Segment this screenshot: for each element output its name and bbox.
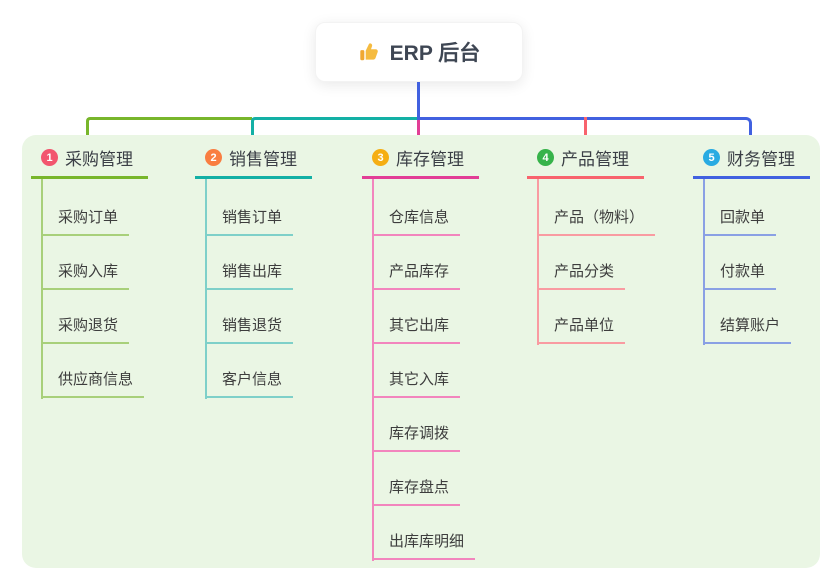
node-label: 采购入库 xyxy=(58,263,119,280)
mindmap-node: 产品分类 xyxy=(537,236,626,290)
mindmap-node: 结算账户 xyxy=(703,290,792,344)
branch-finance: 5 财务管理 回款单 付款单 结算账户 xyxy=(693,145,810,345)
branch-inventory: 3 库存管理 仓库信息 产品库存 其它出库 其它入库 库存调拨 库存盘点 出库库… xyxy=(362,145,479,561)
mindmap-node: 产品库存 xyxy=(372,236,461,290)
branch-product: 4 产品管理 产品（物料） 产品分类 产品单位 xyxy=(527,145,656,345)
branch-label: 产品管理 xyxy=(561,150,629,169)
node-label: 回款单 xyxy=(720,209,766,226)
connector-branch2-elbow xyxy=(251,117,420,148)
branch-items: 采购订单 采购入库 采购退货 供应商信息 xyxy=(41,179,148,399)
node-label: 销售退货 xyxy=(222,317,283,334)
node-label: 库存调拨 xyxy=(389,425,450,442)
mindmap-node: 供应商信息 xyxy=(41,344,145,398)
node-label: 销售出库 xyxy=(222,263,283,280)
branch-label: 采购管理 xyxy=(65,150,133,169)
node-label: 库存盘点 xyxy=(389,479,450,496)
node-label: 其它出库 xyxy=(389,317,450,334)
mindmap-node: 付款单 xyxy=(703,236,777,290)
tree-line xyxy=(372,179,374,561)
node-label: 产品（物料） xyxy=(554,209,645,226)
branch-label: 库存管理 xyxy=(396,150,464,169)
branches-panel xyxy=(22,135,820,568)
tree-line xyxy=(703,179,705,345)
mindmap-node: 采购订单 xyxy=(41,179,130,236)
branch-items: 仓库信息 产品库存 其它出库 其它入库 库存调拨 库存盘点 出库库明细 xyxy=(372,179,479,561)
branch-purchase: 1 采购管理 采购订单 采购入库 采购退货 供应商信息 xyxy=(31,145,148,399)
branch-label: 财务管理 xyxy=(727,150,795,169)
connector-root-line xyxy=(417,82,420,120)
tree-line xyxy=(205,179,207,399)
node-label: 仓库信息 xyxy=(389,209,450,226)
node-label: 付款单 xyxy=(720,263,766,280)
connector-branch3-drop xyxy=(417,117,420,148)
branch-number-badge: 2 xyxy=(205,149,222,166)
branch-number-badge: 5 xyxy=(703,149,720,166)
tree-line xyxy=(41,179,43,399)
branch-label: 销售管理 xyxy=(229,150,297,169)
mindmap-node: 库存盘点 xyxy=(372,452,461,506)
root-node: ERP 后台 xyxy=(315,22,523,82)
mindmap-node: 库存调拨 xyxy=(372,398,461,452)
branch-items: 回款单 付款单 结算账户 xyxy=(703,179,810,345)
node-label: 销售订单 xyxy=(222,209,283,226)
connector-branch4-drop xyxy=(584,117,587,148)
branch-items: 销售订单 销售出库 销售退货 客户信息 xyxy=(205,179,312,399)
node-label: 产品单位 xyxy=(554,317,615,334)
mindmap-node: 销售退货 xyxy=(205,290,294,344)
mindmap-node: 销售订单 xyxy=(205,179,294,236)
branch-number-badge: 3 xyxy=(372,149,389,166)
mindmap-node: 产品单位 xyxy=(537,290,626,344)
branch-header: 3 库存管理 xyxy=(362,145,479,179)
branch-header: 4 产品管理 xyxy=(527,145,644,179)
branch-header: 1 采购管理 xyxy=(31,145,148,179)
node-label: 结算账户 xyxy=(720,317,781,334)
mindmap-node: 销售出库 xyxy=(205,236,294,290)
mindmap-node: 采购入库 xyxy=(41,236,130,290)
mindmap-node: 仓库信息 xyxy=(372,179,461,236)
node-label: 出库库明细 xyxy=(389,533,465,550)
connector-branch1-elbow xyxy=(86,117,252,148)
mindmap-node: 采购退货 xyxy=(41,290,130,344)
branch-number-badge: 4 xyxy=(537,149,554,166)
mindmap-node: 其它入库 xyxy=(372,344,461,398)
branch-number-badge: 1 xyxy=(41,149,58,166)
mindmap-node: 出库库明细 xyxy=(372,506,476,560)
branch-header: 2 销售管理 xyxy=(195,145,312,179)
node-label: 产品分类 xyxy=(554,263,615,280)
mindmap-node: 其它出库 xyxy=(372,290,461,344)
mindmap-node: 回款单 xyxy=(703,179,777,236)
thumbs-up-icon xyxy=(358,41,380,63)
branch-items: 产品（物料） 产品分类 产品单位 xyxy=(537,179,656,345)
node-label: 供应商信息 xyxy=(58,371,134,388)
tree-line xyxy=(537,179,539,345)
mindmap-node: 客户信息 xyxy=(205,344,294,398)
branch-header: 5 财务管理 xyxy=(693,145,810,179)
node-label: 其它入库 xyxy=(389,371,450,388)
node-label: 客户信息 xyxy=(222,371,283,388)
mindmap-node: 产品（物料） xyxy=(537,179,656,236)
node-label: 采购订单 xyxy=(58,209,119,226)
root-label: ERP 后台 xyxy=(389,42,481,65)
branch-sales: 2 销售管理 销售订单 销售出库 销售退货 客户信息 xyxy=(195,145,312,399)
node-label: 产品库存 xyxy=(389,263,450,280)
node-label: 采购退货 xyxy=(58,317,119,334)
